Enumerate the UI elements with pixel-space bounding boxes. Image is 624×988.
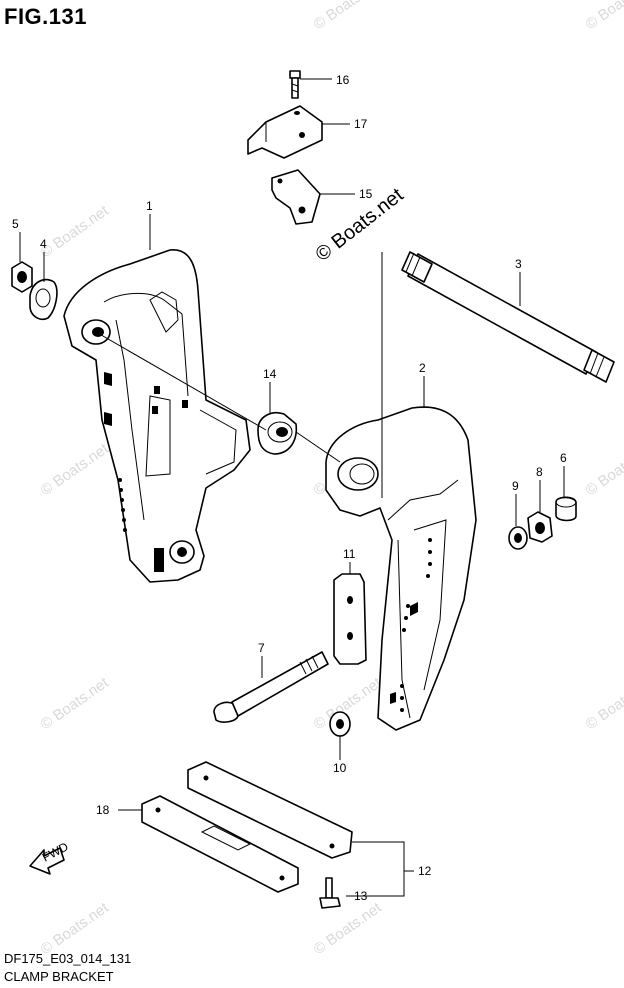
callout-7: 7 (258, 641, 265, 655)
callout-8: 8 (536, 465, 543, 479)
part-18-plate (141, 795, 299, 893)
part-17-plate (247, 105, 323, 159)
part-8-nut (527, 511, 553, 543)
figure-code: DF175_E03_014_131 (4, 951, 132, 966)
callout-14: 14 (263, 367, 277, 381)
part-12-plate (187, 761, 353, 859)
callout-4: 4 (40, 237, 47, 251)
leader-lines (19, 78, 565, 897)
callout-2: 2 (419, 361, 426, 375)
part-15-bracket (271, 169, 321, 225)
callout-9: 9 (512, 479, 519, 493)
part-5-nut (11, 261, 33, 293)
watermark: © Boats.net (583, 674, 624, 733)
part-6-collar (555, 496, 577, 522)
callout-11: 11 (343, 547, 356, 561)
watermark: © Boats.net (583, 440, 624, 499)
part-1-clamp-bracket (63, 249, 251, 583)
fwd-arrow-icon: FWD (29, 839, 71, 875)
callout-12: 12 (418, 864, 432, 878)
watermark: © Boats.net (583, 0, 624, 33)
part-4-washer (29, 278, 58, 321)
watermark: © Boats.net (311, 0, 386, 33)
part-16-bolt (289, 70, 301, 99)
callout-15: 15 (359, 187, 373, 201)
callout-16: 16 (336, 73, 350, 87)
callout-18: 18 (96, 803, 110, 817)
watermark: © Boats.net (38, 674, 113, 733)
part-2-clamp-bracket (325, 406, 477, 731)
part-14-bushing (257, 412, 298, 455)
watermark: © Boats.net (38, 202, 113, 261)
part-3-shaft (401, 251, 615, 383)
callout-1: 1 (146, 199, 153, 213)
part-13-screw (319, 877, 341, 909)
part-11-spacer (333, 573, 367, 665)
watermark: © Boats.net (38, 440, 113, 499)
part-10-washer (329, 711, 351, 737)
callout-10: 10 (333, 761, 347, 775)
callout-17: 17 (354, 117, 368, 131)
callout-5: 5 (12, 217, 19, 231)
callout-labels: 16 17 15 1 5 4 3 2 14 6 8 9 11 7 10 18 1… (12, 73, 567, 903)
part-7-bolt (213, 651, 329, 723)
figure-title: FIG.131 (4, 4, 87, 29)
part-9-washer (508, 526, 528, 550)
figure-name: CLAMP BRACKET (4, 969, 114, 984)
callout-6: 6 (560, 451, 567, 465)
watermark: © Boats.net (38, 899, 113, 958)
callout-3: 3 (515, 257, 522, 271)
callout-13: 13 (354, 889, 368, 903)
